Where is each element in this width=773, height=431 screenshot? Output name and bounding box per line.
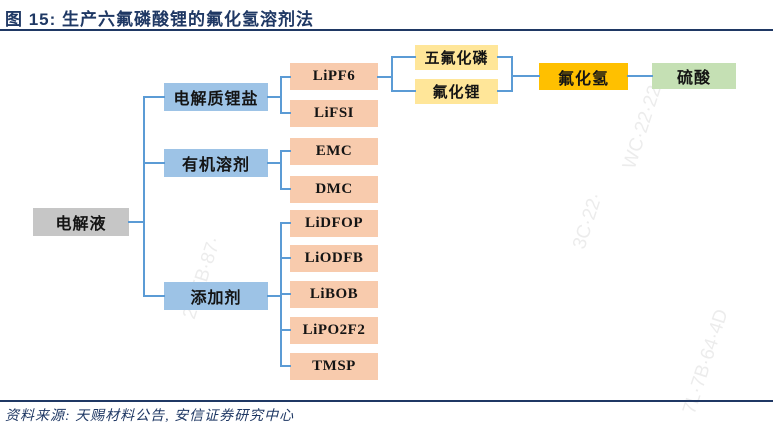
node-libob: LiBOB <box>290 281 378 308</box>
connector <box>280 329 291 331</box>
connector <box>280 188 291 190</box>
connector <box>391 90 416 92</box>
source-divider <box>0 400 773 402</box>
connector <box>280 293 291 295</box>
node-lidfop: LiDFOP <box>290 210 378 237</box>
connector <box>143 96 145 297</box>
connector <box>280 365 291 367</box>
node-phosphorus-pentafluoride: 五氟化磷 <box>415 45 498 70</box>
title-divider <box>0 29 773 31</box>
node-emc: EMC <box>290 138 378 165</box>
connector <box>511 75 540 77</box>
source-note: 资料来源: 天赐材料公告, 安信证券研究中心 <box>5 409 295 424</box>
node-lithium-salt: 电解质锂盐 <box>164 83 268 111</box>
node-additive: 添加剂 <box>164 282 268 310</box>
connector <box>267 295 282 297</box>
node-liodfb: LiODFB <box>290 245 378 272</box>
connector <box>280 150 291 152</box>
connector <box>280 150 282 190</box>
connector <box>128 221 144 223</box>
node-organic-solvent: 有机溶剂 <box>164 149 268 177</box>
connector <box>280 257 291 259</box>
node-sulfuric-acid: 硫酸 <box>652 63 736 89</box>
connector <box>267 162 282 164</box>
connector <box>377 76 393 78</box>
node-hydrogen-fluoride: 氟化氢 <box>539 63 628 90</box>
node-lipo2f2: LiPO2F2 <box>290 317 378 344</box>
connector <box>497 90 513 92</box>
connector <box>391 56 393 92</box>
figure-title: 图 15: 生产六氟磷酸锂的氟化氢溶剂法 <box>5 10 315 29</box>
connector <box>143 96 165 98</box>
node-lipf6: LiPF6 <box>290 63 378 90</box>
watermark: 3C·22· <box>569 189 607 252</box>
connector <box>627 75 653 77</box>
connector <box>280 76 291 78</box>
connector <box>143 295 165 297</box>
watermark: WC·22·22· <box>619 76 668 172</box>
connector <box>497 56 513 58</box>
node-tmsp: TMSP <box>290 353 378 380</box>
node-lifsi: LiFSI <box>290 100 378 127</box>
node-dmc: DMC <box>290 176 378 203</box>
connector <box>391 56 416 58</box>
connector <box>280 112 291 114</box>
connector <box>280 76 282 114</box>
node-electrolyte: 电解液 <box>33 208 129 236</box>
connector <box>143 162 165 164</box>
connector <box>267 96 282 98</box>
node-lithium-fluoride: 氟化锂 <box>415 79 498 104</box>
connector <box>511 56 513 92</box>
connector <box>280 222 291 224</box>
